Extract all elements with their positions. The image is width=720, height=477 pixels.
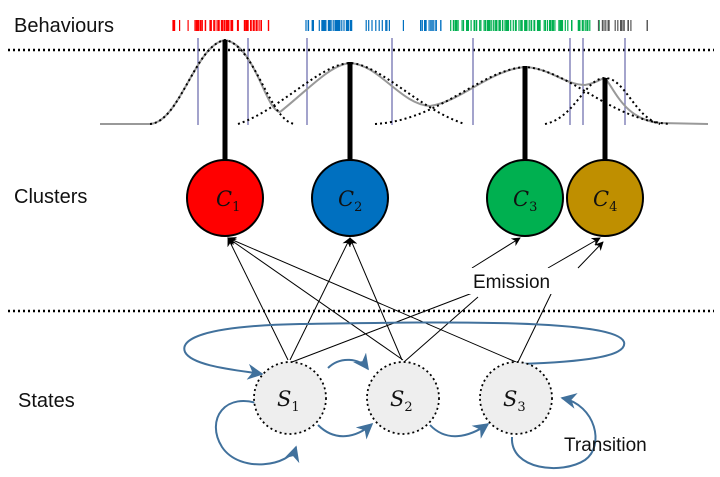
transition-s1-to-s2 <box>317 422 374 440</box>
transition-s2-to-s1 <box>327 352 369 371</box>
state-node-s2: S2 <box>366 361 440 435</box>
cluster-label: C2 <box>338 187 362 215</box>
cluster-circle <box>566 159 644 237</box>
transition-s3-self <box>510 393 597 470</box>
state-node-s3: S3 <box>479 361 553 435</box>
state-label: S3 <box>503 387 526 415</box>
emission-s2-c1 <box>227 237 404 361</box>
state-circle <box>253 361 327 435</box>
state-nodes: S1 S2 S3 <box>253 361 553 435</box>
emission-label-bg <box>468 268 562 294</box>
transition-s1-self <box>214 399 300 466</box>
emission-s3-c1 <box>227 237 517 363</box>
cluster-circle <box>186 159 264 237</box>
emission-s2-c2 <box>349 237 403 361</box>
emission-arrow-c4b <box>577 241 604 269</box>
density-curve-c4 <box>544 76 661 125</box>
state-circle <box>366 361 440 435</box>
cluster-label: C3 <box>513 187 537 215</box>
cluster-stems <box>222 40 608 160</box>
clusters-label: Clusters <box>14 186 87 208</box>
cluster-label: C4 <box>593 187 617 215</box>
cluster-circle <box>486 159 564 237</box>
emission-label: Emission <box>473 272 550 293</box>
state-label: S1 <box>277 387 300 415</box>
transition-label: Transition <box>564 435 647 456</box>
cluster-node-c4: C4 <box>566 159 644 237</box>
cluster-label: C1 <box>216 187 240 215</box>
behaviour-event-strip <box>172 20 648 31</box>
cluster-node-c3: C3 <box>486 159 564 237</box>
emission-s1-c1 <box>227 237 289 361</box>
cluster-node-c2: C2 <box>311 159 389 237</box>
state-label: S2 <box>390 387 413 415</box>
states-label: States <box>18 390 75 412</box>
emission-s1-c2 <box>289 237 351 361</box>
emission-arrows <box>227 237 604 363</box>
state-circle <box>479 361 553 435</box>
transition-s3-to-s1 <box>183 321 626 380</box>
cluster-nodes: C1 C2 C3 C4 <box>186 159 644 237</box>
cluster-circle <box>311 159 389 237</box>
emission-line <box>291 291 476 363</box>
emission-line <box>403 296 479 363</box>
cluster-node-c1: C1 <box>186 159 264 237</box>
transition-s2-to-s3 <box>429 423 490 439</box>
emission-arrow-c3 <box>471 237 521 269</box>
emission-line <box>517 291 553 363</box>
density-curve-c2 <box>237 61 466 125</box>
transition-arrows <box>183 321 626 470</box>
state-node-s1: S1 <box>253 361 327 435</box>
behaviours-label: Behaviours <box>14 15 114 37</box>
emission-arrow-c4 <box>547 237 601 269</box>
